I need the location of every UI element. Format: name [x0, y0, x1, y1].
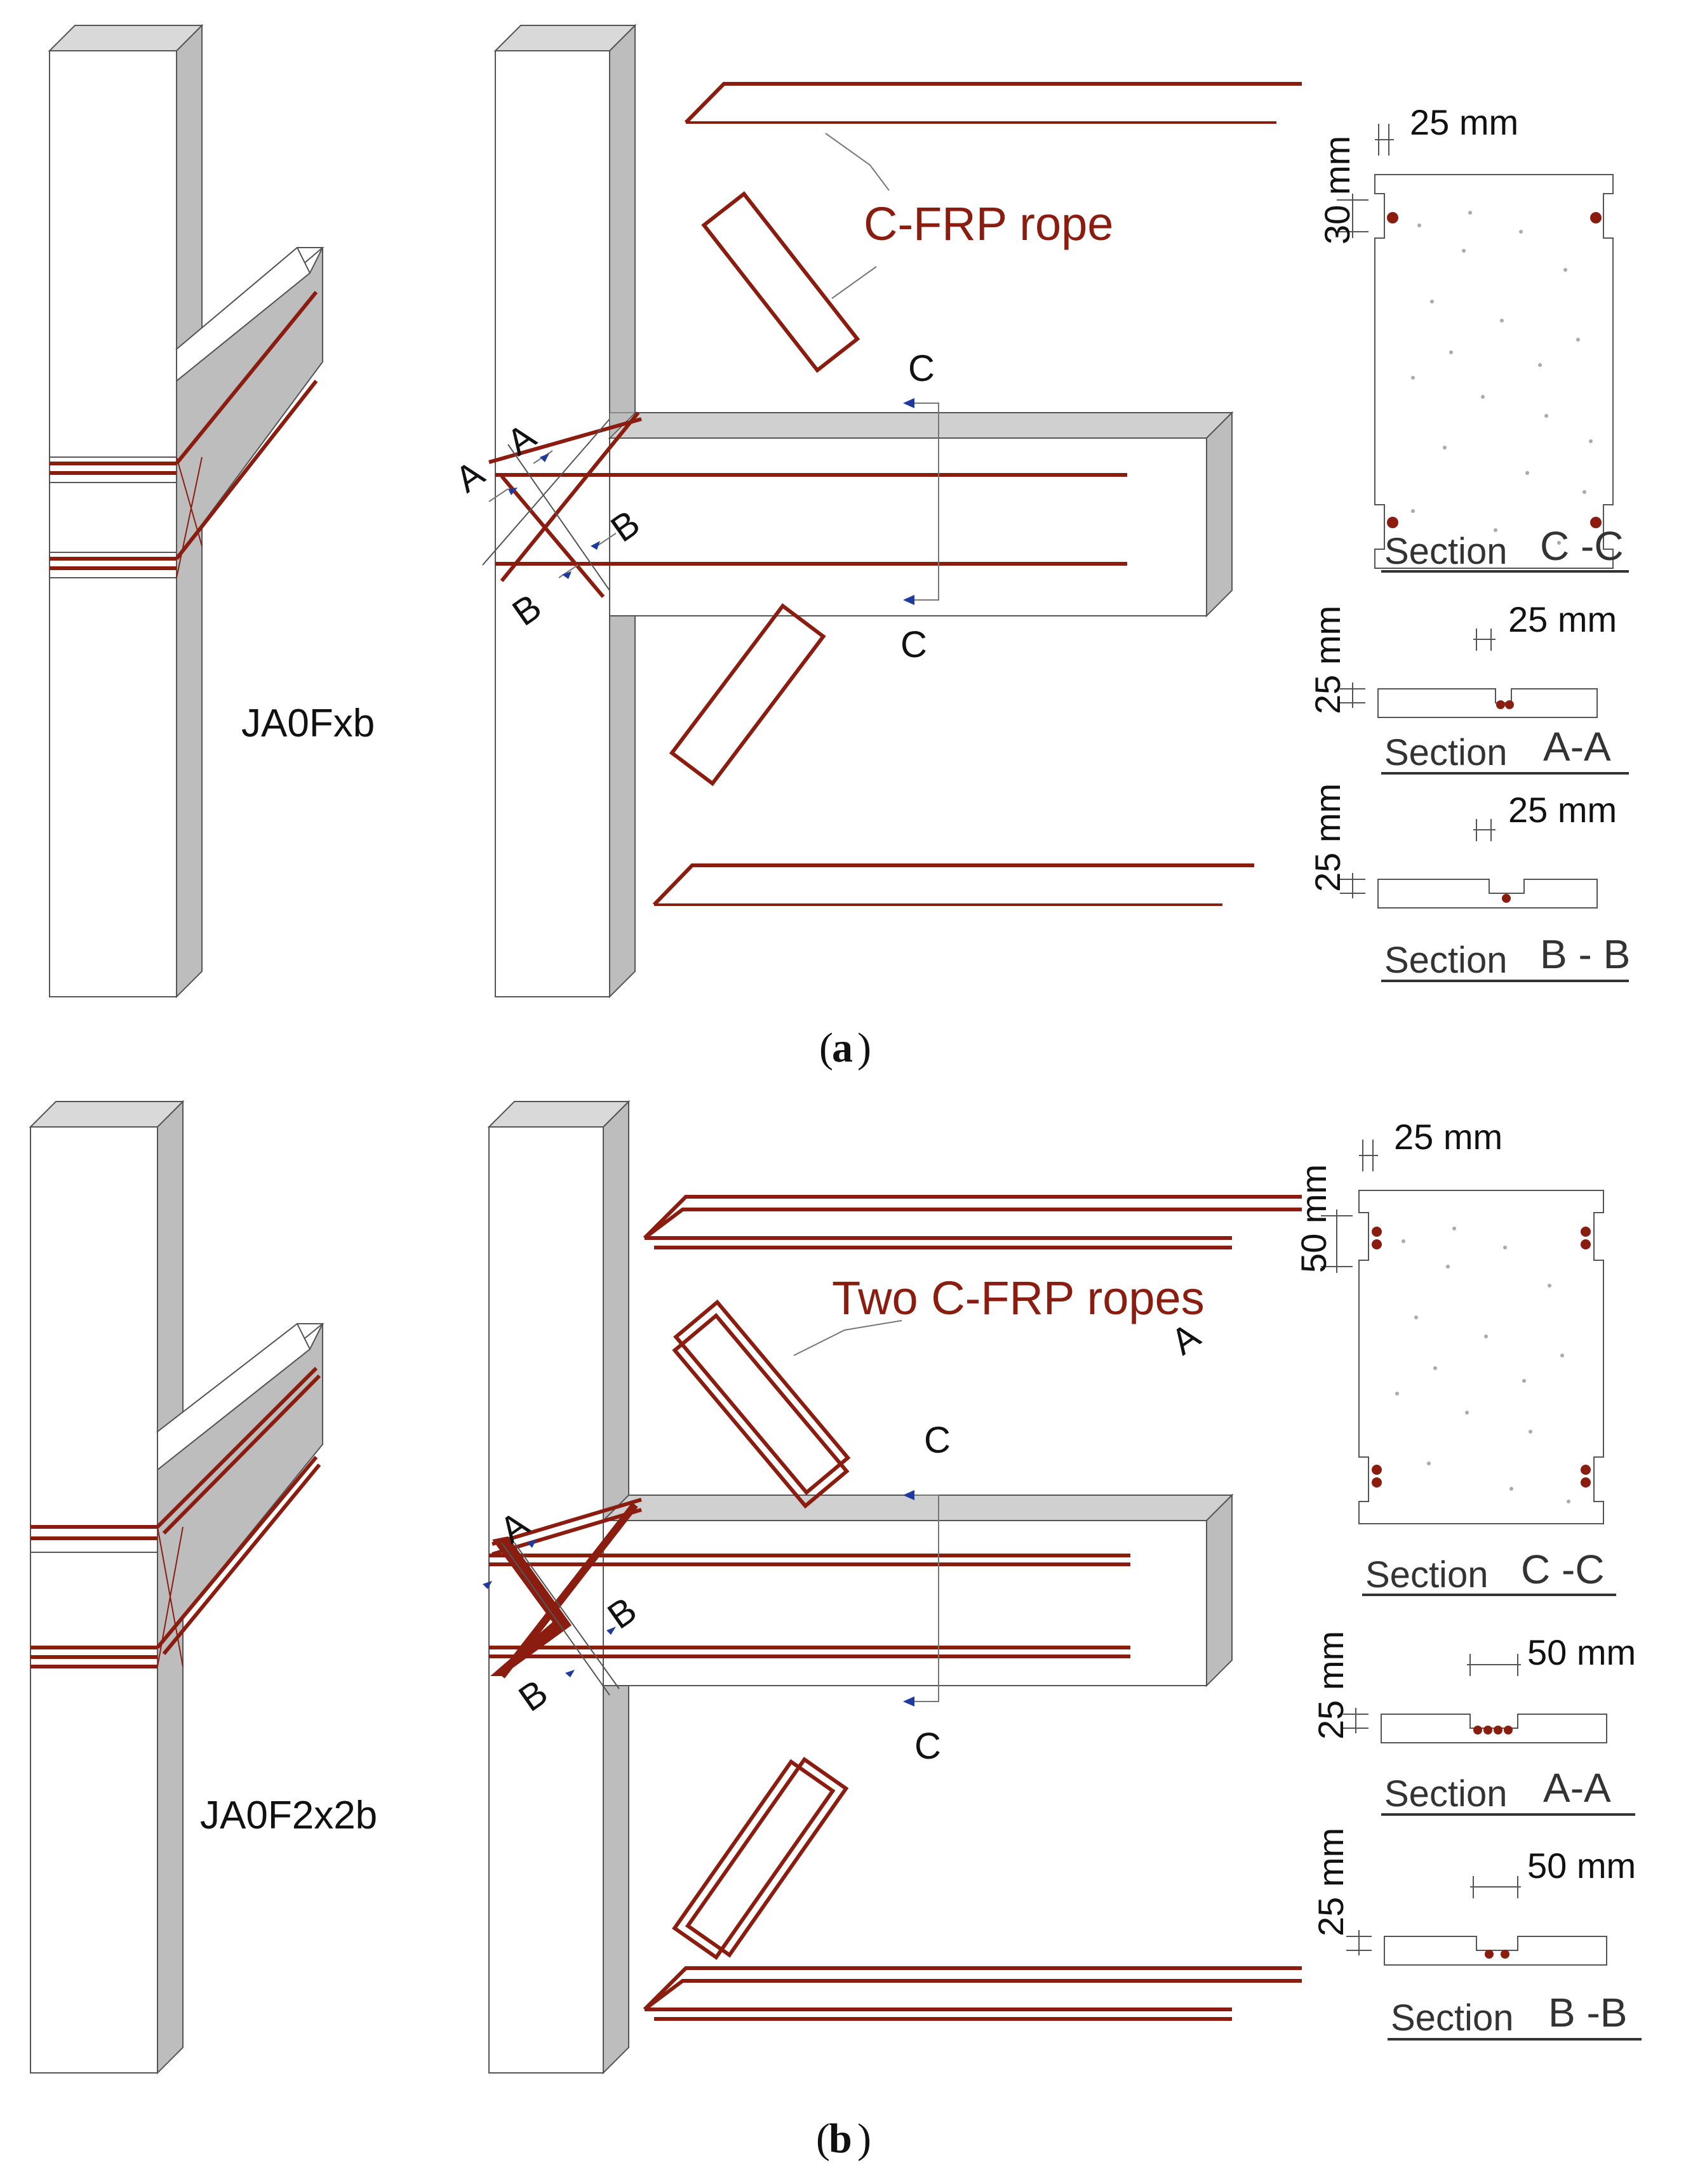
section-bb-title: Section B - B — [1381, 931, 1630, 982]
svg-text:Section: Section — [1384, 531, 1507, 572]
section-aa-dim-height: 25 mm — [1311, 1631, 1351, 1740]
section-cc-title: Section C -C — [1381, 523, 1629, 573]
section-cc-dim-height: 30 mm — [1317, 136, 1357, 244]
section-aa-title: Section A-A — [1381, 1765, 1635, 1816]
svg-text:Section: Section — [1384, 1773, 1507, 1814]
section-bb-dim-width: 25 mm — [1508, 790, 1617, 830]
section-cc-dim-width: 25 mm — [1410, 102, 1518, 142]
cut-label-a1: A — [448, 453, 492, 501]
svg-text:): ) — [857, 2115, 871, 2162]
svg-text:A-A: A-A — [1543, 1765, 1611, 1811]
specimen-3d-view — [29, 1100, 325, 2075]
specimen-label: JA0F2x2b — [200, 1794, 377, 1837]
svg-text:Section: Section — [1384, 732, 1507, 773]
specimen-3d-view — [48, 23, 325, 999]
section-bb — [1346, 1876, 1607, 1966]
panel-b-caption: ( b ) — [816, 2115, 871, 2162]
section-aa-dim-width: 50 mm — [1527, 1632, 1636, 1672]
svg-text:B - B: B - B — [1540, 931, 1630, 977]
rope-top — [643, 1195, 1302, 1249]
section-cc-title: Section C -C — [1362, 1547, 1616, 1596]
cut-marker-c — [909, 1495, 939, 1702]
svg-text:Section: Section — [1365, 1554, 1488, 1595]
cut-marker-c — [909, 403, 939, 601]
svg-text:A-A: A-A — [1543, 724, 1611, 769]
cut-label-c2: C — [900, 624, 927, 665]
section-bb-title: Section B -B — [1388, 1990, 1642, 2041]
section-aa — [1343, 1654, 1607, 1743]
section-bb-dim-width: 50 mm — [1527, 1846, 1636, 1886]
rope-label: C-FRP rope — [864, 197, 1113, 250]
specimen-label: JA0Fxb — [241, 702, 375, 745]
svg-text:(: ( — [816, 2115, 830, 2162]
svg-text:Section: Section — [1391, 1997, 1513, 2039]
svg-text:Section: Section — [1384, 940, 1507, 981]
svg-text:C -C: C -C — [1521, 1547, 1605, 1592]
svg-text:(: ( — [819, 1025, 833, 1071]
section-bb-dim-height: 25 mm — [1308, 783, 1348, 892]
section-aa — [1340, 629, 1598, 718]
rope-diagonal-lower — [669, 603, 826, 787]
section-aa-title: Section A-A — [1381, 724, 1629, 775]
section-cc — [1337, 124, 1614, 569]
specimen-exploded-view — [487, 1100, 1234, 2075]
section-cc-dim-height: 50 mm — [1294, 1164, 1334, 1273]
svg-text:B -B: B -B — [1548, 1990, 1627, 2035]
rope-label: Two C-FRP ropes — [832, 1272, 1205, 1324]
svg-text:C -C: C -C — [1540, 523, 1624, 569]
rope-bottom — [652, 863, 1254, 907]
rope-diagonal-upper — [672, 1299, 851, 1509]
section-aa-dim-width: 25 mm — [1508, 599, 1617, 639]
panel-a: JA0Fxb — [48, 23, 1630, 1071]
section-aa-dim-height: 25 mm — [1308, 606, 1348, 714]
svg-text:b: b — [829, 2115, 852, 2162]
rope-lines — [488, 411, 1127, 598]
rope-diagonal-upper — [701, 191, 860, 373]
svg-text:): ) — [857, 1025, 871, 1071]
rope-bottom — [643, 1966, 1302, 2021]
cut-label-c2: C — [914, 1726, 941, 1767]
rope-top — [684, 82, 1302, 124]
section-cc — [1321, 1140, 1604, 1524]
section-bb-dim-height: 25 mm — [1311, 1828, 1351, 1936]
specimen-exploded-view — [493, 23, 1234, 999]
panel-a-caption: ( a ) — [819, 1025, 871, 1071]
cut-label-c1: C — [924, 1420, 951, 1461]
cut-label-c1: C — [908, 348, 935, 389]
rope-diagonal-lower — [672, 1757, 849, 1961]
section-bb — [1340, 819, 1598, 909]
svg-text:a: a — [832, 1025, 853, 1071]
section-cc-dim-width: 25 mm — [1394, 1117, 1502, 1157]
panel-b: JA0F2x2b — [29, 1100, 1642, 2162]
